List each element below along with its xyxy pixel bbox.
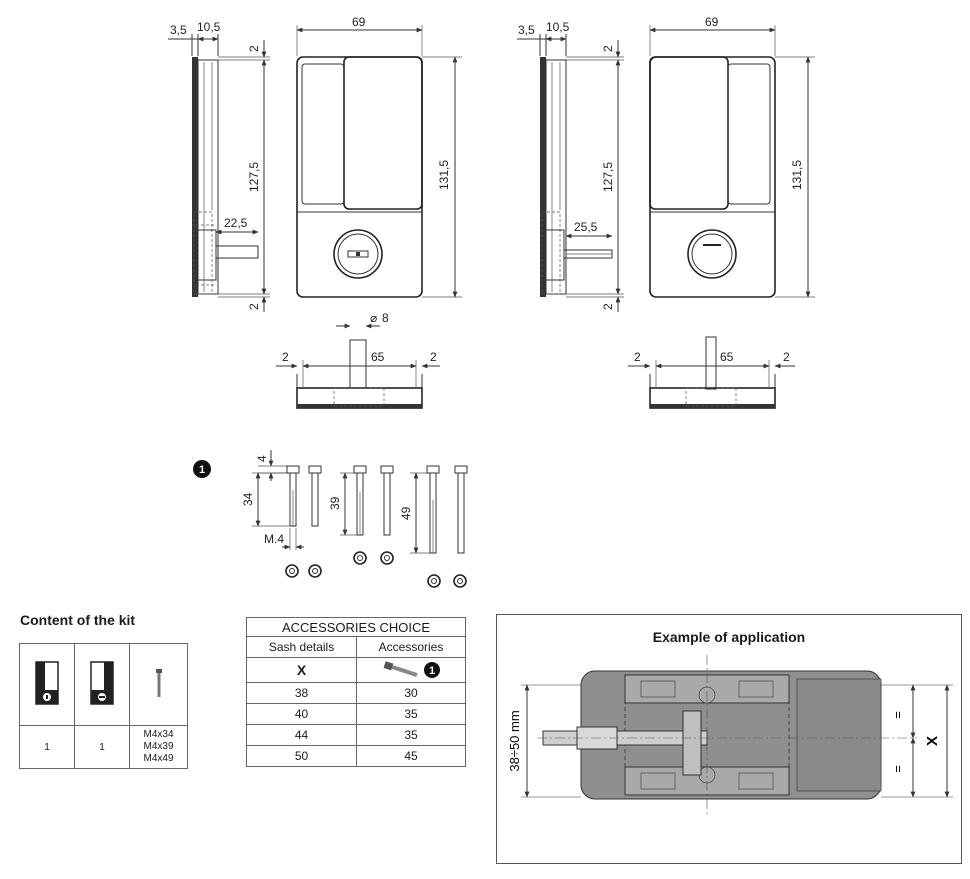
dim-screw-head: 4 (255, 455, 269, 462)
left-bottom-view: ⌀ 8 2 65 2 (276, 311, 440, 409)
right-bottom-view: 2 65 2 (628, 336, 795, 409)
dim-bottom-right-2: 2 (430, 350, 437, 364)
dim-side-depth-left: 10,5 (197, 20, 221, 34)
dim-square-8-value: 8 (382, 311, 389, 325)
kit-screw-49: M4x49 (143, 753, 174, 764)
dim-height-127-left: 127,5 (247, 162, 261, 192)
dim-screw-34: 34 (241, 492, 255, 506)
dim-screw-49: 49 (399, 506, 413, 520)
application-title: Example of application (652, 629, 806, 645)
accessories-col-acc: Accessories (356, 636, 466, 658)
accessories-col-sash: Sash details (245, 636, 358, 658)
acc-row-acc: 45 (356, 745, 466, 767)
dim-square-8: ⌀ (370, 311, 377, 325)
kit-table: 1 1 M4x34 M4x39 M4x49 (19, 643, 188, 769)
screws-group: 1 4 34 M.4 39 49 (193, 450, 468, 588)
acc-row-x: 38 (245, 682, 358, 704)
kit-screw-34: M4x34 (143, 729, 174, 740)
kit-screw-list: M4x34 M4x39 M4x49 (129, 725, 188, 769)
acc-row-acc: 35 (356, 724, 466, 746)
dim-bottom-65-right: 65 (720, 350, 734, 364)
dim-screw-39: 39 (328, 496, 342, 510)
right-side-view: 3,5 10,5 2 127,5 2 25,5 (517, 20, 624, 312)
accessories-title: ACCESSORIES CHOICE (246, 617, 466, 637)
technical-drawing: 3,5 10,5 2 127,5 2 22,5 69 (168, 15, 815, 588)
kit-title: Content of the kit (20, 612, 136, 628)
dim-bottom-gap-right: 2 (601, 303, 615, 310)
left-front-view: 69 131,5 (296, 15, 462, 298)
dim-thread: M.4 (264, 532, 284, 546)
dim-height-127-right: 127,5 (601, 162, 615, 192)
application-drawing: 38÷50 mm = = X (507, 655, 953, 815)
kit-qty-1: 1 (19, 725, 75, 769)
lock-keyhole-icon (35, 661, 59, 705)
application-eq-bottom: = (890, 765, 905, 773)
dim-bottom-left-2: 2 (282, 350, 289, 364)
kit-cell-screw (129, 643, 188, 726)
screw-with-marker-icon: 1 (383, 661, 441, 678)
dim-width-right: 69 (705, 15, 719, 29)
acc-row-x: 44 (245, 724, 358, 746)
kit-screw-39: M4x39 (143, 741, 174, 752)
dim-top-gap-left: 2 (247, 45, 261, 52)
dim-top-gap-right: 2 (601, 45, 615, 52)
acc-row-x: 40 (245, 703, 358, 725)
dim-side-offset-right: 3,5 (518, 23, 535, 37)
application-range-label: 38÷50 mm (507, 710, 522, 771)
dim-bottom-left-2-right: 2 (634, 350, 641, 364)
screw-icon (155, 669, 162, 697)
right-front-view: 69 131,5 (649, 15, 815, 298)
acc-row-x: 50 (245, 745, 358, 767)
dim-height-131-right: 131,5 (790, 160, 804, 190)
dim-bottom-right-2-right: 2 (783, 350, 790, 364)
marker-1-badge (193, 460, 211, 478)
marker-1-label: 1 (199, 464, 205, 476)
lock-indicator-icon (90, 661, 114, 705)
kit-qty-2: 1 (74, 725, 130, 769)
dim-spindle-left: 22,5 (224, 216, 248, 230)
washers (285, 551, 467, 588)
dim-height-131-left: 131,5 (437, 160, 451, 190)
accessories-x-label: X (245, 657, 358, 683)
accessories-screw-marker: 1 (356, 657, 466, 683)
application-eq-top: = (890, 711, 905, 719)
application-box: Example of application 38÷50 mm = (496, 614, 962, 864)
acc-row-acc: 30 (356, 682, 466, 704)
kit-cell-lock-indicator (74, 643, 130, 726)
dim-bottom-gap-left: 2 (247, 303, 261, 310)
dim-width-left: 69 (352, 15, 366, 29)
application-x-label: X (924, 736, 941, 746)
dim-side-offset-left: 3,5 (170, 23, 187, 37)
svg-text:1: 1 (429, 665, 435, 677)
accessories-table: ACCESSORIES CHOICE Sash details Accessor… (245, 617, 466, 767)
left-side-view: 3,5 10,5 2 127,5 2 22,5 (168, 20, 270, 312)
dim-side-depth-right: 10,5 (546, 20, 570, 34)
dim-bottom-65-left: 65 (371, 350, 385, 364)
kit-cell-lock-key (19, 643, 75, 726)
dim-spindle-right: 25,5 (574, 220, 598, 234)
acc-row-acc: 35 (356, 703, 466, 725)
